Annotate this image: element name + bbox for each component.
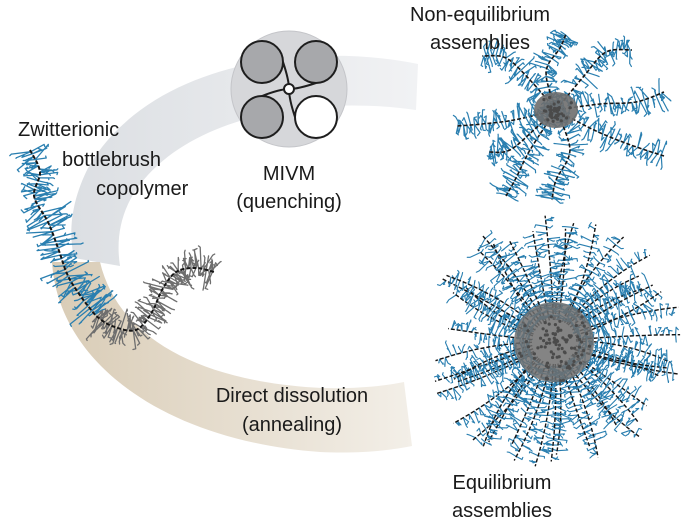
label-mivm: MIVM (262, 163, 316, 185)
annealing-pathway-arc (52, 262, 412, 453)
label-copolymer: copolymer (96, 178, 189, 200)
label-zwitterionic: Zwitterionic (18, 119, 120, 141)
label-bottlebrush: bottlebrush (62, 149, 161, 171)
bottlebrush-copolymer (9, 143, 222, 351)
label-equilibrium: Equilibrium (452, 472, 552, 494)
non-equilibrium-assembly (452, 29, 672, 204)
label-equilibrium-assemblies: assemblies (451, 500, 553, 522)
equilibrium-assembly (433, 215, 681, 467)
four-inlet-vortex-mixer-icon (230, 30, 348, 148)
quenching-pathway-arc (71, 55, 418, 266)
label-annealing: (annealing) (241, 414, 343, 436)
label-direct-dissolution: Direct dissolution (215, 385, 369, 407)
label-non-equilibrium: Non-equilibrium (409, 4, 551, 26)
label-non-equilibrium-assemblies: assemblies (429, 32, 531, 54)
label-quenching: (quenching) (236, 191, 342, 213)
